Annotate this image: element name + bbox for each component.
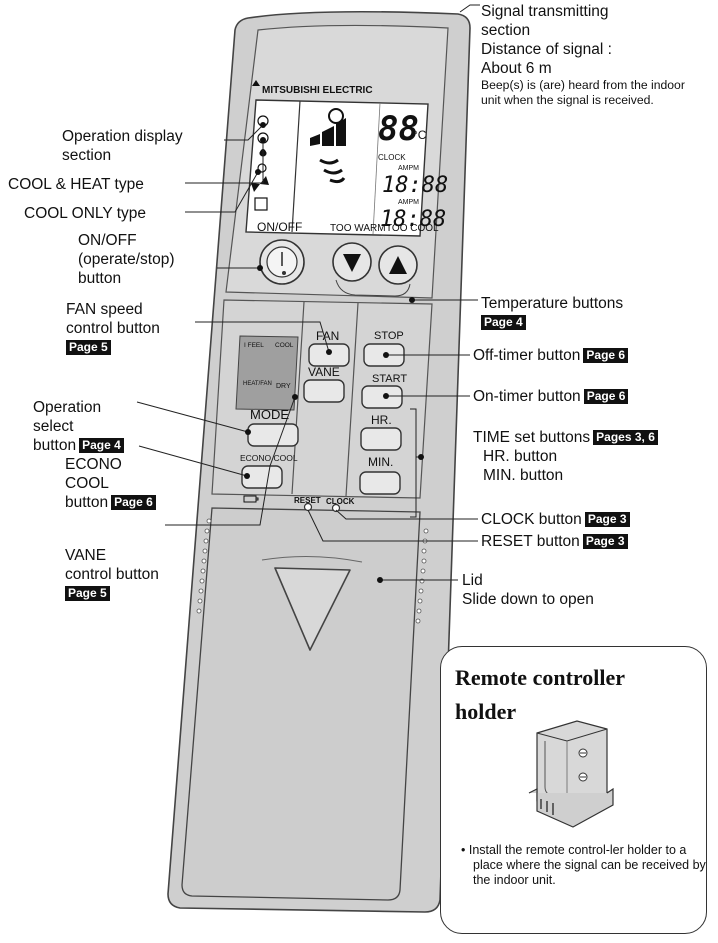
- too-warm-text: TOO WARM: [330, 223, 386, 234]
- display-temp-unit: °C: [413, 128, 427, 142]
- start-text: START: [372, 373, 407, 385]
- label-on-off: ON/OFF (operate/stop) button: [78, 232, 175, 287]
- brand-logo-icon: [252, 80, 260, 86]
- hr-button[interactable]: [360, 427, 402, 451]
- holder-note: • Install the remote control-ler holder …: [461, 843, 706, 887]
- min-button[interactable]: [359, 471, 401, 495]
- clock-button[interactable]: [331, 503, 341, 513]
- page-ref: Page 3: [584, 512, 630, 527]
- page-ref: Page 5: [66, 340, 111, 355]
- econo-cool-button[interactable]: [241, 465, 283, 489]
- econo-cool-text: ECONO COOL: [240, 453, 298, 463]
- dry-text: DRY: [276, 383, 291, 390]
- start-button[interactable]: [361, 385, 403, 409]
- display-time-1: 18:88: [382, 173, 448, 198]
- label-cool-only: COOL ONLY type: [24, 205, 147, 222]
- leader-lines: [136, 4, 480, 581]
- page-ref: Pages 3, 6: [593, 430, 658, 445]
- mode-panel: [235, 335, 299, 411]
- page-ref: Page 6: [111, 495, 156, 510]
- label-cool-heat: COOL & HEAT type: [8, 176, 144, 193]
- label-vane: VANE control button Page 5: [65, 547, 159, 601]
- page-ref: Page 3: [582, 534, 628, 549]
- holder-title: Remote controller holder: [455, 665, 626, 724]
- i-feel-text: I FEEL: [244, 342, 264, 349]
- page-ref: Page 6: [583, 389, 629, 404]
- vane-button[interactable]: [303, 379, 345, 403]
- vane-icon: [319, 158, 346, 184]
- label-signal: Signal transmitting section Distance of …: [481, 2, 696, 108]
- too-cool-text: TOO COOL: [386, 223, 439, 234]
- label-operation-display: Operation display section: [62, 128, 183, 164]
- fan-icon: [251, 176, 269, 192]
- on-off-text: ON/OFF: [257, 220, 302, 234]
- page-ref: Page 6: [583, 348, 629, 363]
- min-text: MIN.: [368, 455, 393, 469]
- display-temp: 88: [378, 109, 419, 149]
- label-temperature: Temperature buttons Page 4: [481, 295, 624, 330]
- display-ampm-1: AMPM: [398, 165, 419, 172]
- holder-panel: Remote controller holder • Install the r…: [440, 646, 707, 934]
- mode-button[interactable]: [247, 423, 299, 447]
- fan-text: FAN: [316, 329, 339, 343]
- reset-text: RESET: [294, 496, 321, 505]
- cool-mode-text: COOL: [275, 342, 294, 349]
- clock-text: CLOCK: [326, 497, 355, 506]
- signal-note: Beep(s) is (are) heard from the indoor u…: [481, 78, 685, 107]
- remote-lid[interactable]: [181, 507, 421, 901]
- econo-icon: [254, 197, 268, 211]
- display-clock-label: CLOCK: [378, 153, 406, 162]
- brand-logo-text: MITSUBISHI ELECTRIC: [262, 85, 373, 96]
- page-ref: Page 5: [65, 586, 110, 601]
- hr-text: HR.: [371, 413, 392, 427]
- battery-icon: [243, 495, 259, 503]
- mode-text: MODE: [250, 407, 289, 422]
- fan-speed-bars: [310, 118, 346, 146]
- page-ref: Page 4: [481, 315, 526, 330]
- label-fan-speed: FAN speed control button Page 5: [66, 301, 160, 355]
- label-lid: Lid Slide down to open: [462, 572, 594, 608]
- heat-fan-text: HEAT/FAN: [243, 381, 272, 387]
- page-ref: Page 4: [79, 438, 124, 453]
- stop-text: STOP: [374, 330, 404, 342]
- display-time-2: 18:88: [380, 207, 446, 232]
- vane-text: VANE: [308, 365, 340, 379]
- lid-triangle: [274, 567, 351, 651]
- holder-illustration: [528, 720, 614, 828]
- display-ampm-2: AMPM: [398, 199, 419, 206]
